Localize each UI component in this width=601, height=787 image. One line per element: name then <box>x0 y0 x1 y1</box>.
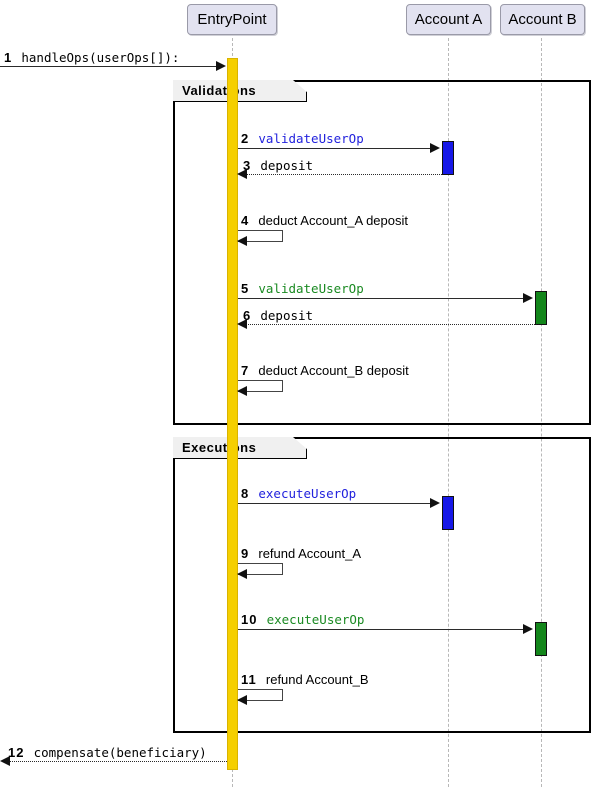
activation-entrypoint <box>227 58 238 770</box>
message-5-number: 5 <box>241 281 250 296</box>
message-5-text: validateUserOp <box>258 281 364 296</box>
message-11-text: refund Account_B <box>265 672 369 687</box>
message-1-label: 1 handleOps(userOps[]): <box>4 50 179 66</box>
message-6-line <box>246 324 535 325</box>
message-12-label: 12 compensate(beneficiary) <box>8 745 207 761</box>
message-10-label: 10 executeUserOp <box>241 612 364 628</box>
participant-entrypoint-label: EntryPoint <box>197 11 267 28</box>
message-2-line <box>238 148 430 149</box>
message-12-line <box>9 761 227 762</box>
lifeline-account-b <box>541 38 542 787</box>
message-7-selfbox <box>238 380 283 392</box>
message-5-line <box>238 298 523 299</box>
message-3-line <box>246 174 442 175</box>
message-11-label: 11 refund Account_B <box>241 672 369 688</box>
participant-account-a[interactable]: Account A <box>406 4 491 35</box>
message-12-text: compensate(beneficiary) <box>33 745 207 760</box>
message-12-arrowhead <box>0 756 10 766</box>
message-2-text: validateUserOp <box>258 131 364 146</box>
participant-entrypoint[interactable]: EntryPoint <box>187 4 277 35</box>
message-3-arrowhead <box>237 169 247 179</box>
message-2-number: 2 <box>241 131 250 146</box>
message-9-arrowhead <box>237 569 247 579</box>
message-4-text: deduct Account_A deposit <box>258 213 408 228</box>
message-8-arrowhead <box>430 498 440 508</box>
message-8-number: 8 <box>241 486 250 501</box>
message-9-selfbox <box>238 563 283 575</box>
message-1-arrowhead <box>216 61 226 71</box>
message-1-text: handleOps(userOps[]): <box>21 50 180 65</box>
message-4-arrowhead <box>237 236 247 246</box>
message-6-arrowhead <box>237 319 247 329</box>
message-10-line <box>238 629 523 630</box>
message-1-number: 1 <box>4 50 13 65</box>
message-3-label: 3 deposit <box>243 158 313 174</box>
message-11-number: 11 <box>241 672 257 687</box>
message-5-arrowhead <box>523 293 533 303</box>
participant-account-b-label: Account B <box>508 11 577 28</box>
participant-account-b[interactable]: Account B <box>500 4 585 35</box>
message-7-number: 7 <box>241 363 250 378</box>
message-7-label: 7 deduct Account_B deposit <box>241 363 409 379</box>
message-8-label: 8 executeUserOp <box>241 486 356 502</box>
message-7-arrowhead <box>237 386 247 396</box>
participant-account-a-label: Account A <box>414 11 483 28</box>
message-12-number: 12 <box>8 745 25 760</box>
fragment-executions-box <box>173 437 591 733</box>
message-6-label: 6 deposit <box>243 308 313 324</box>
fragment-executions-text: Executions <box>182 440 257 455</box>
message-7-text: deduct Account_B deposit <box>258 363 409 378</box>
message-5-label: 5 validateUserOp <box>241 281 364 297</box>
fragment-executions-label: Executions <box>173 437 307 459</box>
message-6-text: deposit <box>260 308 314 323</box>
message-9-number: 9 <box>241 546 250 561</box>
message-3-text: deposit <box>260 158 314 173</box>
message-10-arrowhead <box>523 624 533 634</box>
message-10-number: 10 <box>241 612 258 627</box>
message-9-text: refund Account_A <box>258 546 362 561</box>
activation-account-b-execute <box>535 622 547 656</box>
message-9-label: 9 refund Account_A <box>241 546 361 562</box>
message-2-arrowhead <box>430 143 440 153</box>
activation-account-a-execute <box>442 496 454 530</box>
message-2-label: 2 validateUserOp <box>241 131 364 147</box>
message-11-selfbox <box>238 689 283 701</box>
fragment-validations-text: Validations <box>182 83 257 98</box>
message-4-selfbox <box>238 230 283 242</box>
message-4-number: 4 <box>241 213 250 228</box>
message-11-arrowhead <box>237 695 247 705</box>
message-10-text: executeUserOp <box>266 612 365 627</box>
message-8-line <box>238 503 430 504</box>
activation-account-b-validate <box>535 291 547 325</box>
fragment-validations-box <box>173 80 591 425</box>
activation-account-a-validate <box>442 141 454 175</box>
message-8-text: executeUserOp <box>258 486 357 501</box>
lifeline-account-a <box>448 38 449 787</box>
message-3-number: 3 <box>243 158 252 173</box>
message-6-number: 6 <box>243 308 252 323</box>
fragment-validations-label: Validations <box>173 80 307 102</box>
message-1-line <box>0 66 217 67</box>
message-4-label: 4 deduct Account_A deposit <box>241 213 408 229</box>
